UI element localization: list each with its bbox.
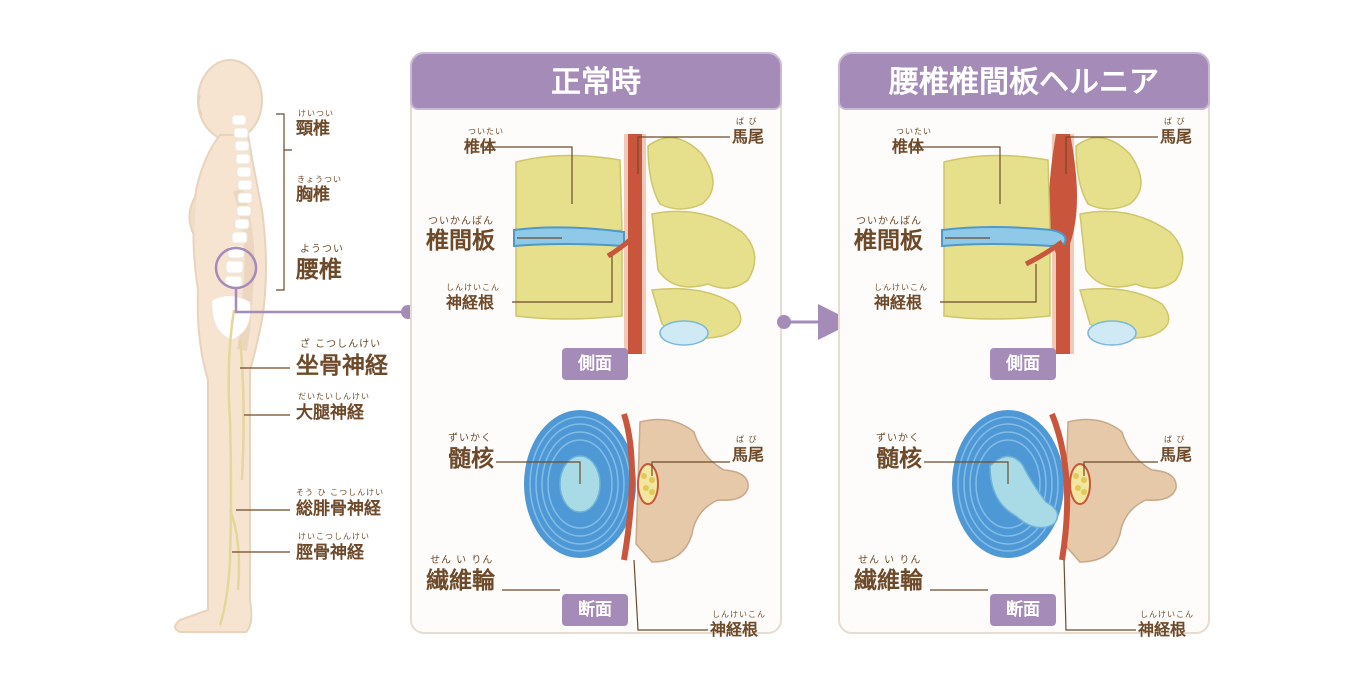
cervical-label: 頸椎 bbox=[296, 119, 330, 139]
peroneal-label: 総腓骨神経 bbox=[296, 499, 381, 519]
normal-cauda-top-label: 馬尾 bbox=[732, 127, 765, 146]
normal-annulus-label: 繊維輪 bbox=[426, 568, 495, 594]
hernia-cauda-bottom-label: 馬尾 bbox=[1160, 445, 1193, 464]
normal-vertebral-body-label: 椎体 bbox=[464, 137, 497, 156]
normal-cauda-bottom-label: 馬尾 bbox=[732, 445, 765, 464]
hernia-disc-label: 椎間板 bbox=[854, 228, 923, 254]
normal-disc-label: 椎間板 bbox=[426, 228, 495, 254]
tibial-ruby: けいこつしんけい bbox=[298, 532, 370, 541]
normal-panel-title: 正常時 bbox=[410, 52, 782, 110]
hernia-vertebral-body-ruby: ついたい bbox=[896, 127, 932, 136]
normal-side-badge: 側面 bbox=[562, 348, 628, 380]
transition-arrow-icon bbox=[777, 304, 854, 340]
normal-vertebral-body-ruby: ついたい bbox=[468, 127, 504, 136]
normal-annulus-ruby: せん い りん bbox=[430, 555, 494, 566]
hernia-nerve-root-bottom-ruby: しんけいこん bbox=[1140, 610, 1194, 619]
hernia-section-badge: 断面 bbox=[990, 594, 1056, 626]
normal-nerve-root-top-ruby: しんけいこん bbox=[446, 283, 500, 292]
tibial-label: 脛骨神経 bbox=[296, 543, 364, 563]
normal-nerve-root-bottom-ruby: しんけいこん bbox=[712, 610, 766, 619]
thoracic-ruby: きょうつい bbox=[297, 175, 342, 184]
hernia-side-view bbox=[908, 134, 1184, 354]
hernia-disc-ruby: ついかんばん bbox=[856, 216, 922, 227]
sciatic-ruby: ざ こつしんけい bbox=[300, 339, 382, 350]
body-figure bbox=[150, 40, 420, 650]
peroneal-ruby: そう ひ こつしんけい bbox=[296, 488, 385, 497]
hernia-nerve-root-bottom-label: 神経根 bbox=[1138, 620, 1187, 639]
femoral-ruby: だいたいしんけい bbox=[298, 392, 370, 401]
normal-panel: 正常時 ついたい 椎体 ば び 馬尾 ついかんばん 椎間板 しんけいこん 神経根… bbox=[410, 52, 782, 638]
normal-nerve-root-bottom-label: 神経根 bbox=[710, 620, 759, 639]
hernia-annulus-ruby: せん い りん bbox=[858, 555, 922, 566]
hernia-cauda-top-ruby: ば び bbox=[1164, 117, 1186, 126]
normal-section-badge: 断面 bbox=[562, 594, 628, 626]
normal-nucleus-ruby: ずいかく bbox=[448, 433, 492, 444]
normal-nerve-root-top-label: 神経根 bbox=[446, 293, 495, 312]
normal-cross-section bbox=[496, 410, 749, 631]
hernia-nucleus-label: 髄核 bbox=[876, 446, 922, 472]
hernia-side-badge: 側面 bbox=[990, 348, 1056, 380]
hernia-annulus-label: 繊維輪 bbox=[854, 568, 923, 594]
hernia-disc-rings bbox=[952, 410, 1064, 558]
cervical-ruby: けいつい bbox=[298, 109, 334, 118]
hernia-cauda-top-label: 馬尾 bbox=[1160, 127, 1193, 146]
hernia-vertebral-body-label: 椎体 bbox=[892, 137, 925, 156]
body-silhouette bbox=[174, 59, 415, 633]
hernia-cauda-bottom-ruby: ば び bbox=[1164, 435, 1186, 444]
hernia-nucleus-ruby: ずいかく bbox=[876, 433, 920, 444]
spine-icon bbox=[211, 114, 253, 341]
thoracic-label: 胸椎 bbox=[296, 185, 330, 205]
hernia-panel: 腰椎椎間板ヘルニア ついたい 椎体 ば び 馬尾 ついかんばん 椎間板 しんけい… bbox=[838, 52, 1210, 638]
normal-cauda-top-ruby: ば び bbox=[736, 117, 758, 126]
normal-cauda-bottom-ruby: ば び bbox=[736, 435, 758, 444]
hernia-nerve-root-top-label: 神経根 bbox=[874, 293, 923, 312]
femoral-label: 大腿神経 bbox=[296, 403, 364, 423]
hernia-nerve-root-top-ruby: しんけいこん bbox=[874, 283, 928, 292]
lumbar-ruby: ようつい bbox=[300, 244, 344, 255]
normal-disc-ruby: ついかんばん bbox=[428, 216, 494, 227]
lumbar-label: 腰椎 bbox=[296, 257, 342, 283]
hernia-panel-title: 腰椎椎間板ヘルニア bbox=[838, 52, 1210, 110]
sciatic-label: 坐骨神経 bbox=[296, 353, 388, 379]
normal-nucleus-label: 髄核 bbox=[448, 446, 494, 472]
hernia-cross-section bbox=[924, 410, 1177, 631]
normal-side-view bbox=[480, 134, 756, 354]
